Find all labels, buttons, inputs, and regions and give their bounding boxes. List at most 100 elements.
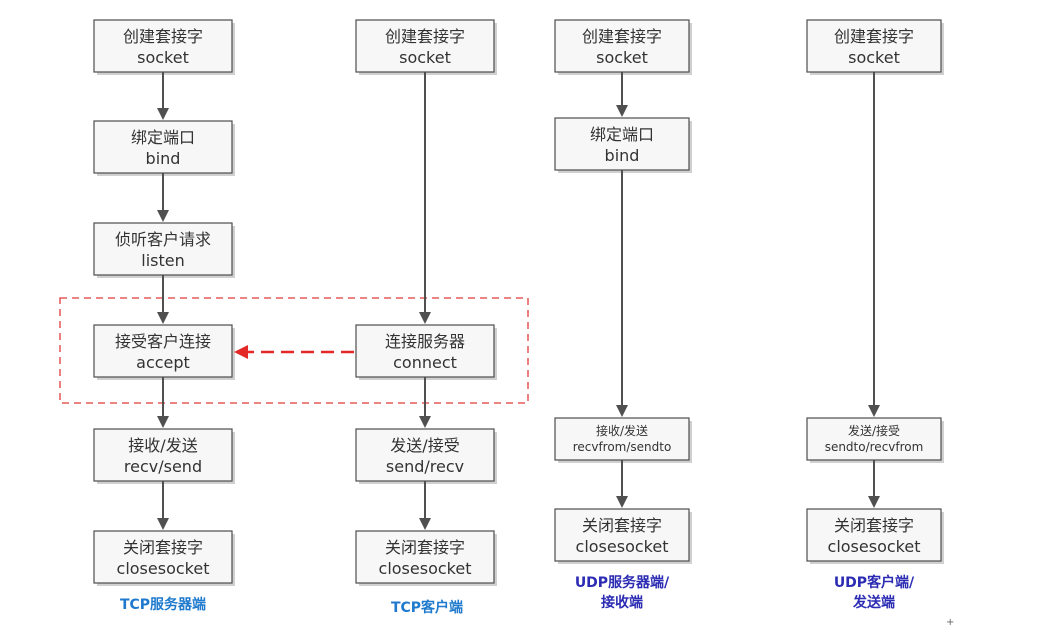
corner-mark: + — [946, 617, 955, 628]
tcp-client-closesocket: 关闭套接字 closesocket — [355, 530, 497, 586]
udp-client-socket-label-en: socket — [848, 48, 900, 67]
tcp-client-send-recv-label-en: send/recv — [386, 457, 464, 476]
tcp-client-connect-box — [355, 324, 495, 378]
connect-to-accept-arrow-head — [234, 345, 248, 359]
udp-server-socket-label-en: socket — [596, 48, 648, 67]
tcp-server-recv-send-label-zh: 接收/发送 — [128, 436, 197, 455]
udp-server-bind-label-zh: 绑定端口 — [590, 125, 654, 144]
tcp-server-listen-box — [93, 222, 233, 276]
udp-client-sendto-recvfrom-label-en: sendto/recvfrom — [825, 440, 924, 454]
tcp-client-connect-label-zh: 连接服务器 — [385, 332, 465, 351]
arrow-tcp-server-accept-to-tcp-server-recv-send-head — [157, 416, 169, 428]
udp-server-closesocket-box — [554, 508, 690, 562]
arrow-udp-server-bind-to-udp-server-recvfrom-sendto-head — [616, 405, 628, 417]
tcp-server-caption: TCP服务器端 — [119, 597, 207, 613]
udp-client-closesocket-box — [806, 508, 942, 562]
udp-client-socket: 创建套接字 socket — [806, 19, 944, 75]
tcp-client-caption: TCP客户端 — [390, 600, 464, 616]
udp-server-bind-box — [554, 117, 690, 171]
udp-client-sendto-recvfrom-label-zh: 发送/接受 — [848, 423, 900, 438]
tcp-client-connect-label-en: connect — [393, 353, 457, 372]
udp-server-socket-box — [554, 19, 690, 73]
tcp-server-accept: 接受客户连接 accept — [93, 324, 235, 380]
tcp-client-socket-label-en: socket — [399, 48, 451, 67]
arrow-udp-server-recvfrom-sendto-to-udp-server-closesocket-head — [616, 496, 628, 508]
arrow-tcp-client-socket-to-tcp-client-connect — [419, 72, 431, 324]
udp-server-bind: 绑定端口 bind — [554, 117, 692, 173]
udp-client-closesocket: 关闭套接字 closesocket — [806, 508, 944, 564]
arrow-tcp-server-listen-to-tcp-server-accept-head — [157, 312, 169, 324]
udp-server-closesocket-label-zh: 关闭套接字 — [582, 516, 662, 535]
highlight-region — [59, 297, 529, 404]
udp-client-socket-label-zh: 创建套接字 — [834, 27, 914, 46]
tcp-server-accept-label-zh: 接受客户连接 — [115, 332, 211, 351]
tcp-client-connect: 连接服务器 connect — [355, 324, 497, 380]
tcp-server-accept-label-en: accept — [136, 353, 190, 372]
arrow-tcp-server-listen-to-tcp-server-accept — [157, 275, 169, 324]
udp-server-recvfrom-sendto-label-zh: 接收/发送 — [596, 423, 648, 438]
tcp-server-bind-box — [93, 120, 233, 174]
tcp-client-send-recv-box — [355, 428, 495, 482]
arrow-udp-server-socket-to-udp-server-bind — [616, 72, 628, 117]
arrow-tcp-server-recv-send-to-tcp-server-closesocket-head — [157, 518, 169, 530]
tcp-client-send-recv: 发送/接受 send/recv — [355, 428, 497, 484]
tcp-client-socket: 创建套接字 socket — [355, 19, 497, 75]
tcp-server-closesocket-label-en: closesocket — [117, 559, 210, 578]
arrow-tcp-server-bind-to-tcp-server-listen — [157, 173, 169, 222]
arrow-udp-server-recvfrom-sendto-to-udp-server-closesocket — [616, 460, 628, 508]
tcp-server-socket-label-zh: 创建套接字 — [123, 27, 203, 46]
tcp-server-listen-label-en: listen — [141, 251, 184, 270]
tcp-server-recv-send-label-en: recv/send — [124, 457, 202, 476]
tcp-server-socket-label-en: socket — [137, 48, 189, 67]
udp-server-recvfrom-sendto-box — [554, 417, 690, 461]
udp-client-sendto-recvfrom-box — [806, 417, 942, 461]
arrow-tcp-client-connect-to-tcp-client-send-recv — [419, 377, 431, 428]
tcp-server-bind-label-zh: 绑定端口 — [131, 128, 195, 147]
udp-client-closesocket-label-en: closesocket — [828, 537, 921, 556]
arrow-tcp-client-send-recv-to-tcp-client-closesocket-head — [419, 518, 431, 530]
arrow-udp-server-bind-to-udp-server-recvfrom-sendto — [616, 170, 628, 417]
tcp-client-closesocket-box — [355, 530, 495, 584]
arrow-udp-server-socket-to-udp-server-bind-head — [616, 105, 628, 117]
tcp-server-closesocket-box — [93, 530, 233, 584]
arrow-udp-client-socket-to-udp-client-sendto-recvfrom-head — [868, 405, 880, 417]
tcp-server-socket: 创建套接字 socket — [93, 19, 235, 75]
udp-client-sendto-recvfrom: 发送/接受 sendto/recvfrom — [806, 417, 944, 463]
tcp-server-bind: 绑定端口 bind — [93, 120, 235, 176]
udp-server-recvfrom-sendto-label-en: recvfrom/sendto — [573, 440, 672, 454]
udp-server-socket-label-zh: 创建套接字 — [582, 27, 662, 46]
arrow-tcp-client-socket-to-tcp-client-connect-head — [419, 312, 431, 324]
arrow-tcp-client-send-recv-to-tcp-client-closesocket — [419, 481, 431, 530]
tcp-server-listen-label-zh: 侦听客户请求 — [115, 230, 211, 249]
udp-server-closesocket: 关闭套接字 closesocket — [554, 508, 692, 564]
tcp-client-socket-label-zh: 创建套接字 — [385, 27, 465, 46]
udp-server-bind-label-en: bind — [605, 146, 640, 165]
udp-client-closesocket-label-zh: 关闭套接字 — [834, 516, 914, 535]
tcp-client-socket-box — [355, 19, 495, 73]
tcp-client-send-recv-label-zh: 发送/接受 — [390, 436, 459, 455]
udp-server-caption: UDP服务器端/ 接收端 — [574, 575, 670, 611]
udp-server-recvfrom-sendto: 接收/发送 recvfrom/sendto — [554, 417, 692, 463]
arrow-udp-client-socket-to-udp-client-sendto-recvfrom — [868, 72, 880, 417]
arrow-tcp-server-bind-to-tcp-server-listen-head — [157, 210, 169, 222]
tcp-server-recv-send: 接收/发送 recv/send — [93, 428, 235, 484]
tcp-server-closesocket-label-zh: 关闭套接字 — [123, 538, 203, 557]
arrow-udp-client-sendto-recvfrom-to-udp-client-closesocket-head — [868, 496, 880, 508]
arrow-udp-client-sendto-recvfrom-to-udp-client-closesocket — [868, 460, 880, 508]
connect-to-accept-arrow — [234, 345, 354, 359]
udp-server-socket: 创建套接字 socket — [554, 19, 692, 75]
tcp-server-socket-box — [93, 19, 233, 73]
arrow-tcp-client-connect-to-tcp-client-send-recv-head — [419, 416, 431, 428]
tcp-client-closesocket-label-en: closesocket — [379, 559, 472, 578]
udp-client-caption: UDP客户端/ 发送端 — [833, 575, 915, 611]
arrow-tcp-server-socket-to-tcp-server-bind-head — [157, 108, 169, 120]
arrow-tcp-server-recv-send-to-tcp-server-closesocket — [157, 481, 169, 530]
tcp-server-bind-label-en: bind — [146, 149, 181, 168]
tcp-client-closesocket-label-zh: 关闭套接字 — [385, 538, 465, 557]
arrow-tcp-server-socket-to-tcp-server-bind — [157, 72, 169, 120]
tcp-server-listen: 侦听客户请求 listen — [93, 222, 235, 278]
tcp-server-closesocket: 关闭套接字 closesocket — [93, 530, 235, 586]
udp-server-closesocket-label-en: closesocket — [576, 537, 669, 556]
